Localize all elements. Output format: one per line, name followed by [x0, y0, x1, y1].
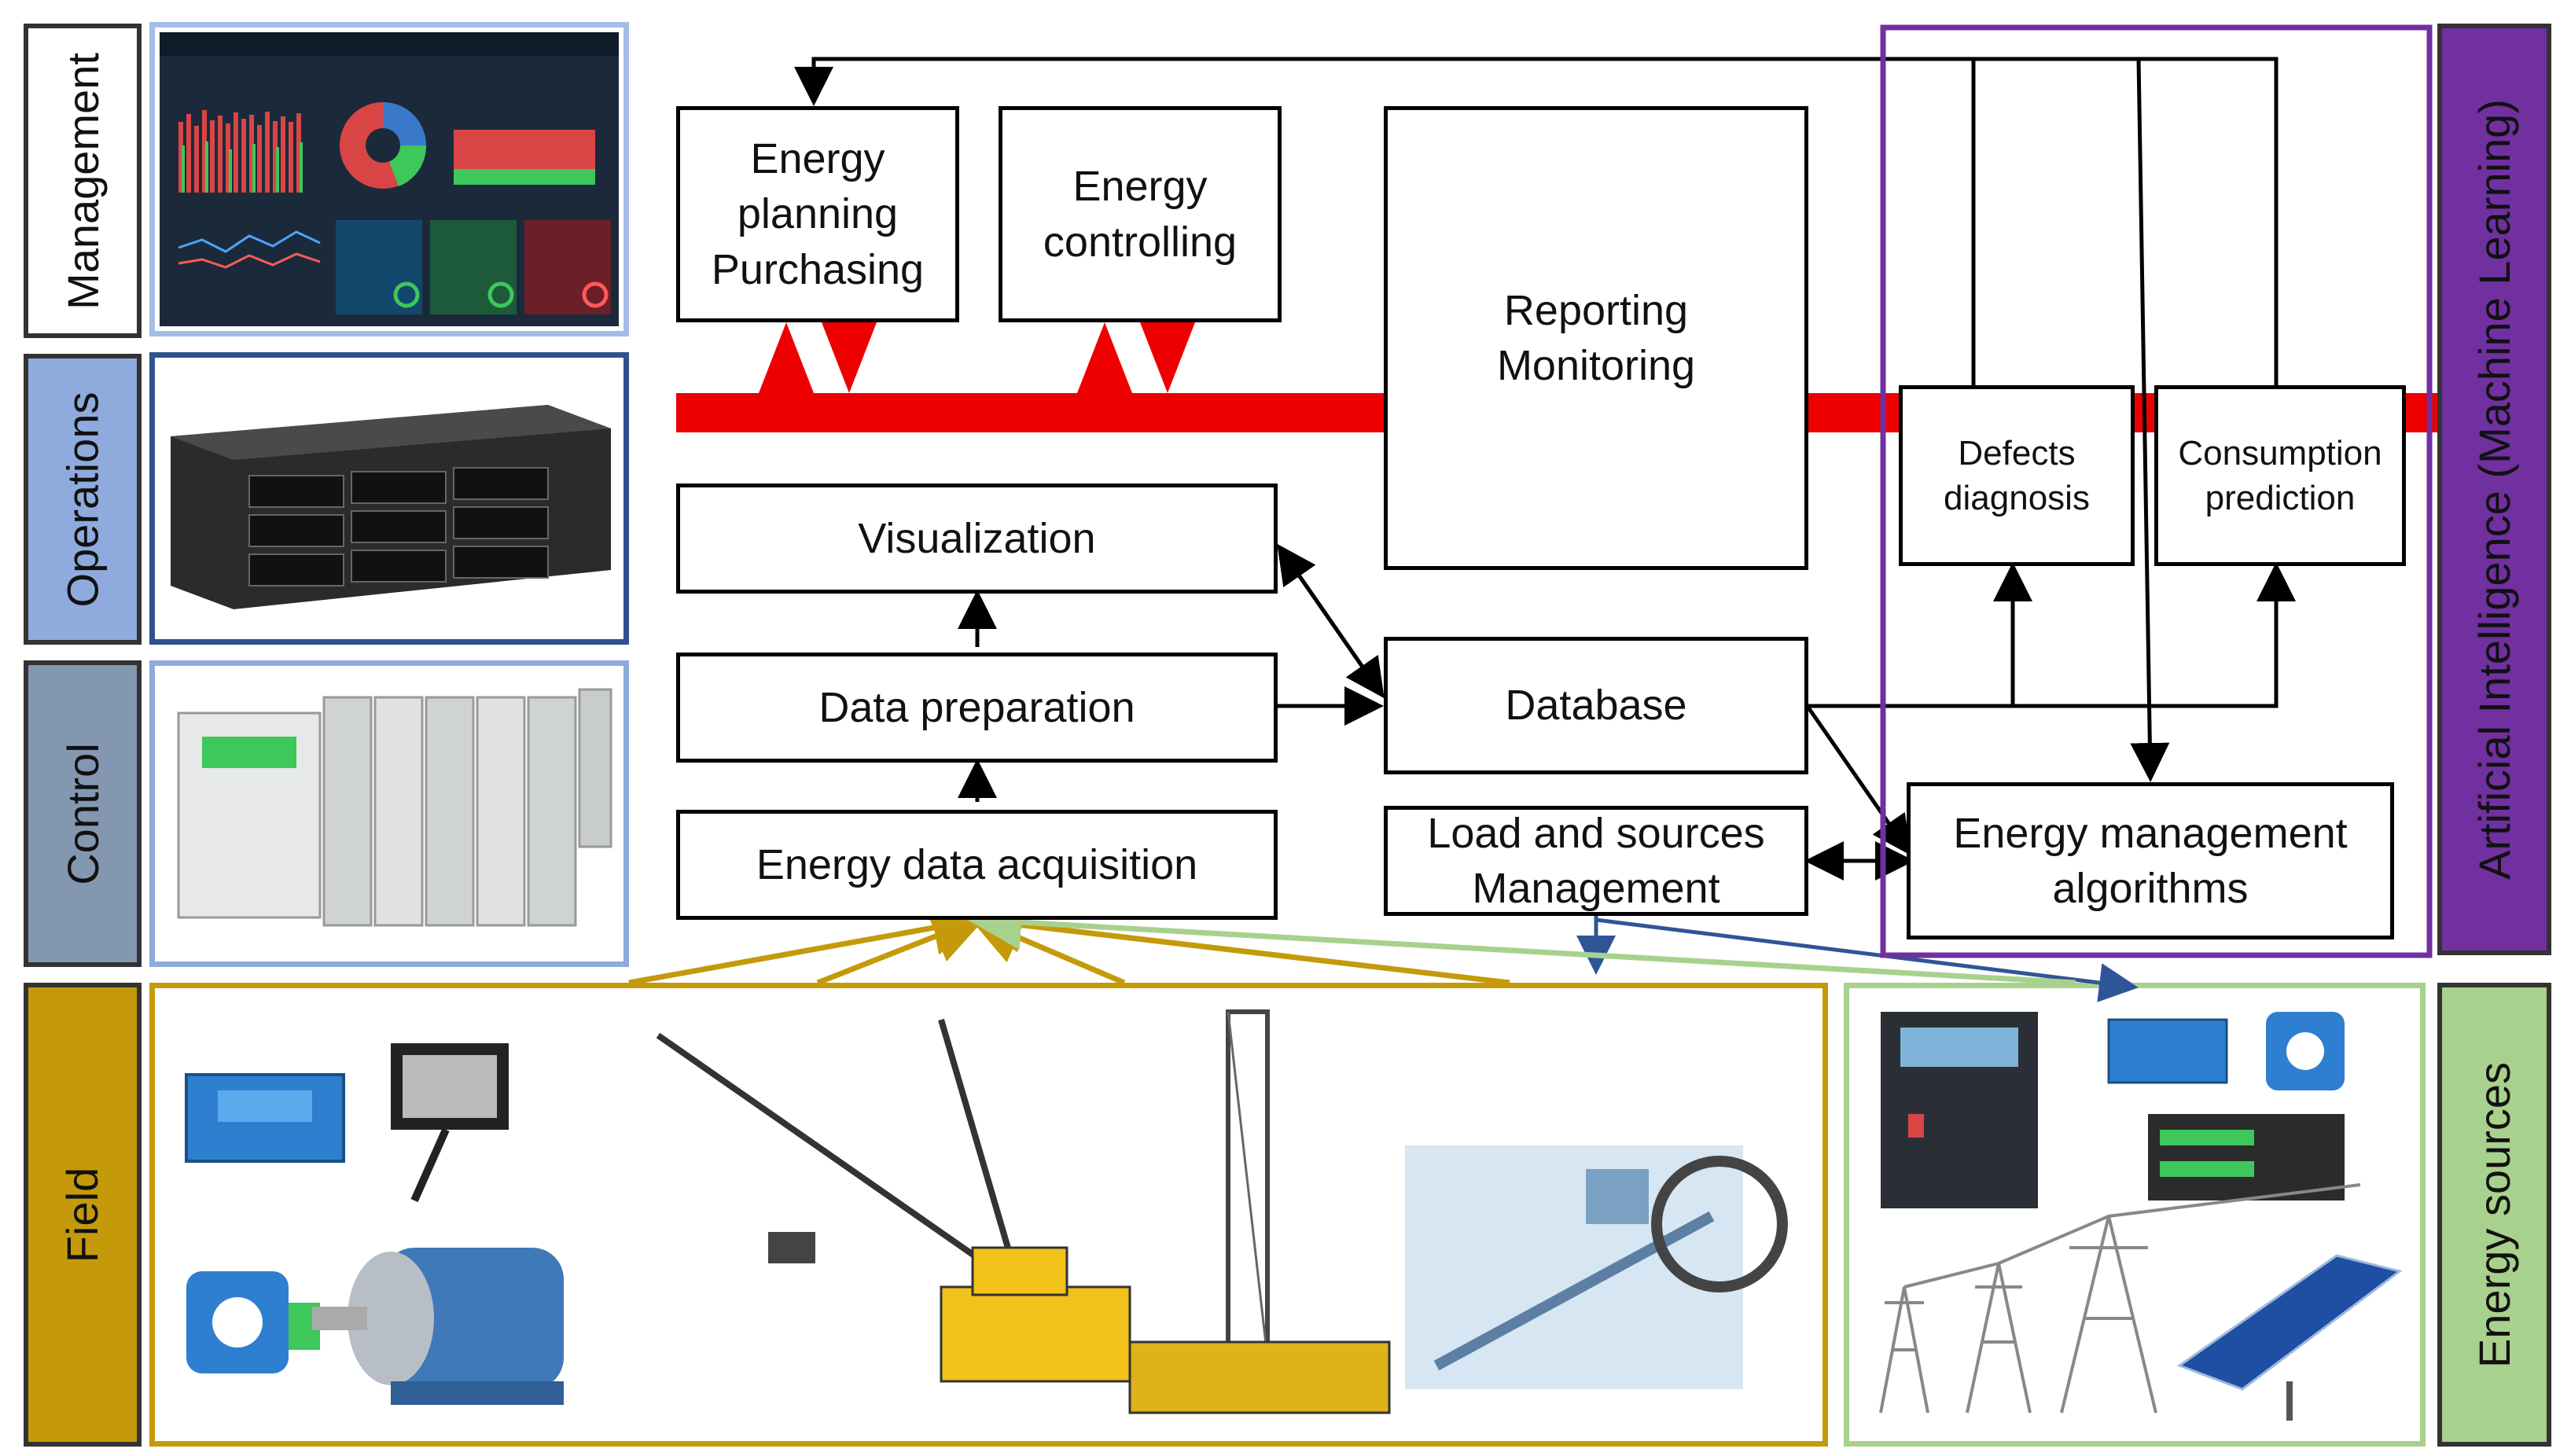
control-layer-label: Control: [24, 660, 142, 967]
bus-chevron-planning-down: [822, 322, 877, 393]
energy-planning-box: Energy planning Purchasing: [676, 106, 959, 322]
bus-chevron-controlling-up: [1077, 322, 1132, 393]
dashboard-illustration: [160, 32, 619, 326]
data-preparation-box: Data preparation: [676, 653, 1278, 763]
plc-controller-image: [149, 660, 629, 967]
plc-illustration: [177, 688, 612, 927]
field-layer-label: Field: [24, 983, 142, 1447]
dashboard-screenshot-image: [149, 22, 629, 336]
power-meter-image: [185, 1073, 345, 1163]
ai-boundary: [1880, 24, 2433, 958]
field-equipment-panel: [149, 983, 1828, 1447]
energy-sources-layer-label: Energy sources: [2437, 983, 2551, 1447]
operations-layer-label: Operations: [24, 354, 142, 645]
solar-panel-image: [2176, 1254, 2403, 1421]
defects-diagnosis-box: Defects diagnosis: [1899, 385, 2135, 566]
bus-chevron-planning-up: [759, 322, 814, 393]
server-illustration: [171, 405, 611, 609]
power-meter-image: [2107, 1018, 2228, 1084]
energy-data-acquisition-box: Energy data acquisition: [676, 810, 1278, 920]
database-box: Database: [1384, 637, 1808, 774]
energy-management-algorithms-box: Energy management algorithms: [1907, 782, 2394, 939]
energy-controlling-box: Energy controlling: [999, 106, 1282, 322]
reporting-monitoring-box: Reporting Monitoring: [1384, 106, 1808, 570]
field-equipment-illustration: [185, 1009, 1788, 1414]
protection-relay-image: [1881, 1012, 2038, 1208]
current-sensor-image: [2266, 1012, 2345, 1090]
drilling-rig-image: [1128, 1009, 1391, 1414]
current-sensor-image: [186, 1271, 320, 1373]
server-rack-image: [149, 352, 629, 645]
power-line-tower-image: [1879, 1183, 2361, 1414]
electric-motor-image: [312, 1248, 564, 1405]
visualization-box: Visualization: [676, 483, 1278, 594]
dragline-excavator-image: [656, 1018, 1131, 1383]
bucket-wheel-excavator-image: [1405, 1145, 1788, 1389]
consumption-prediction-box: Consumption prediction: [2154, 385, 2406, 566]
management-layer-label: Management: [24, 24, 142, 338]
energy-sources-illustration: [1879, 1012, 2403, 1421]
data-logger-image: [2148, 1114, 2345, 1200]
ai-layer-label: Artificial Intelligence (Machine Learnin…: [2437, 24, 2551, 955]
floodlight-image: [391, 1043, 509, 1203]
load-sources-management-box: Load and sources Management: [1384, 806, 1808, 916]
bus-chevron-controlling-down: [1140, 322, 1195, 393]
energy-sources-panel: [1844, 983, 2426, 1447]
